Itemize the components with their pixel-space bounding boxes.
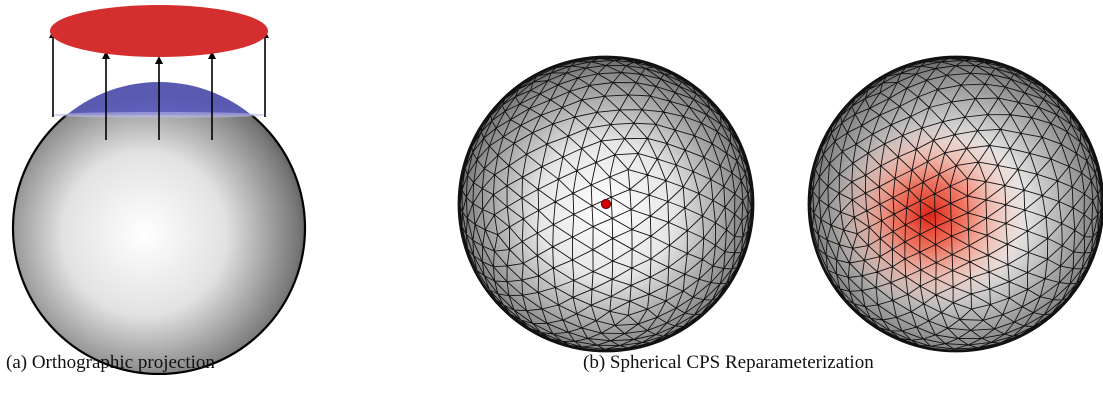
projection-arrows xyxy=(49,30,269,140)
center-point-marker xyxy=(600,198,612,210)
sphere-right-outline xyxy=(807,55,1103,353)
sphere-left-outline xyxy=(457,55,755,353)
panel-orthographic-projection xyxy=(11,5,307,375)
mesh-edges xyxy=(459,57,752,350)
mesh-edges xyxy=(809,57,1102,350)
caption-b: (b) Spherical CPS Reparameterization xyxy=(583,352,874,373)
projection-disk xyxy=(50,5,268,57)
mesh-sphere-left xyxy=(457,55,755,353)
triangle-mesh-right xyxy=(809,57,1102,350)
triangle-mesh-left xyxy=(459,57,752,350)
mesh-sphere-right xyxy=(807,55,1103,353)
sphere-body xyxy=(13,115,305,374)
caption-a: (a) Orthographic projection xyxy=(6,352,215,373)
panel-spherical-cps xyxy=(457,55,1103,353)
sphere-outline xyxy=(11,115,307,375)
